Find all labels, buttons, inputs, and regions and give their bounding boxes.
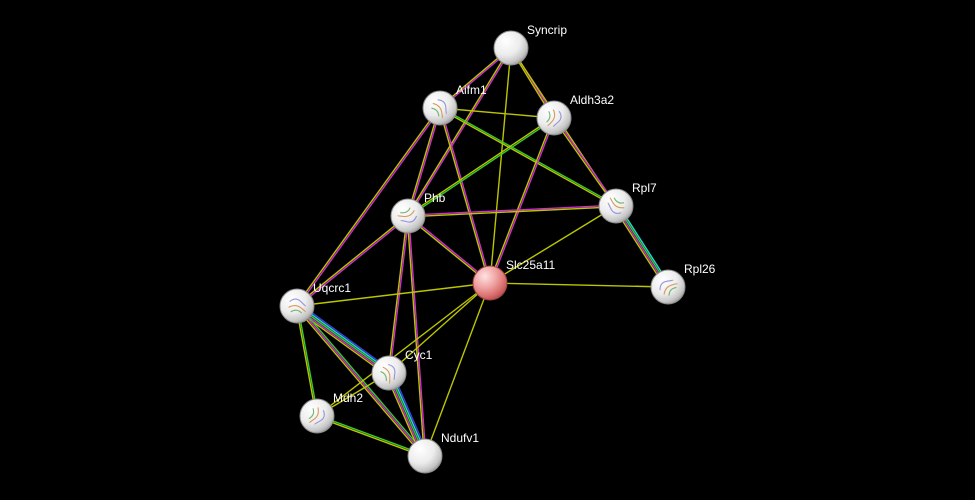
edge-Rpl26-Slc25a11-textmining[interactable] [489,282,669,288]
edge-Phb-Cyc1-experiments[interactable] [389,216,410,374]
network-node-Rpl26[interactable] [650,269,686,305]
node-label-Syncrip: Syncrip [527,23,567,37]
edge-Phb-Ndufv1-experiments[interactable] [408,215,427,456]
node-sphere-Ndufv1[interactable] [407,438,443,474]
network-node-Aldh3a2[interactable] [536,100,572,136]
edge-Uqcrc1-Cyc1-neighborhood[interactable] [296,305,390,374]
edge-Rpl7-Slc25a11-textmining[interactable] [489,205,617,284]
edge-Aldh3a2-Phb-neighborhood[interactable] [408,118,555,218]
edge-Cyc1-Slc25a11-textmining[interactable] [388,282,491,374]
edge-Phb-Rpl7-experiments[interactable] [407,204,617,216]
structure-squiggle [437,99,447,114]
node-label-Rpl26: Rpl26 [684,262,716,276]
network-node-Phb[interactable] [390,198,426,234]
edge-Phb-Uqcrc1-experiments[interactable] [297,216,409,308]
structure-squiggle [380,371,387,382]
edge-Phb-Slc25a11-textmining[interactable] [407,216,490,285]
edge-Mdh2-Ndufv1-textmining[interactable] [316,416,425,458]
network-node-Rpl7[interactable] [598,188,634,224]
edge-Uqcrc1-Mdh2-textmining[interactable] [295,306,317,417]
network-node-Mdh2[interactable] [299,398,335,434]
edges-layer [294,46,671,458]
structure-squiggle [314,410,325,425]
structure-squiggle [400,207,411,214]
edge-Phb-Uqcrc1-textmining[interactable] [296,214,408,306]
edge-Aldh3a2-Phb-textmining[interactable] [407,116,554,216]
edge-Aldh3a2-Rpl7-experiments[interactable] [554,117,618,206]
node-label-Aldh3a2: Aldh3a2 [570,93,614,107]
edge-Syncrip-Slc25a11-textmining[interactable] [489,47,512,284]
network-node-Aifm1[interactable] [422,90,458,126]
edge-Syncrip-Phb-experiments[interactable] [408,48,513,217]
edge-Aifm1-Slc25a11-textmining[interactable] [438,108,490,284]
node-sphere-Slc25a11[interactable] [472,265,508,301]
structure-squiggle [308,408,315,420]
node-label-Uqcrc1: Uqcrc1 [313,281,351,295]
network-node-Syncrip[interactable] [493,30,529,66]
edge-Ndufv1-Slc25a11-textmining[interactable] [424,282,491,457]
node-label-Phb: Phb [424,191,446,205]
edge-Uqcrc1-Mdh2-neighborhood[interactable] [297,305,319,416]
edge-Uqcrc1-Cyc1-database[interactable] [297,304,391,373]
edge-Phb-Rpl7-textmining[interactable] [407,206,617,218]
structure-squiggle [431,107,440,117]
node-label-Rpl7: Rpl7 [632,181,657,195]
edge-Aldh3a2-Slc25a11-experiments[interactable] [490,118,556,284]
network-node-Cyc1[interactable] [371,355,407,391]
edge-Phb-Ndufv1-textmining[interactable] [406,216,425,457]
edge-Aifm1-Uqcrc1-experiments[interactable] [297,108,442,307]
edge-Syncrip-Phb-textmining[interactable] [406,47,511,216]
structure-squiggle [290,309,303,314]
edge-Mdh2-Ndufv1-neighborhood[interactable] [317,414,426,456]
edge-Aifm1-Slc25a11-experiments[interactable] [440,107,492,283]
node-label-Slc25a11: Slc25a11 [506,258,555,272]
node-label-Mdh2: Mdh2 [333,391,363,405]
edge-Uqcrc1-Ndufv1-neighborhood[interactable] [297,304,427,456]
network-node-Ndufv1[interactable] [407,438,443,474]
structure-squiggle [659,279,674,291]
node-label-Ndufv1: Ndufv1 [441,431,479,445]
edge-Uqcrc1-Ndufv1-textmining[interactable] [295,306,425,458]
edge-Aifm1-Phb-textmining[interactable] [406,107,440,216]
node-sphere-Syncrip[interactable] [493,30,529,66]
network-node-Slc25a11[interactable] [472,265,508,301]
network-node-Uqcrc1[interactable] [279,288,315,324]
edge-Aifm1-Phb-experiments[interactable] [408,108,442,217]
edge-Uqcrc1-Slc25a11-textmining[interactable] [296,282,491,307]
edge-Uqcrc1-Cyc1-experiments[interactable] [295,306,389,375]
edge-Uqcrc1-Ndufv1-experiments[interactable] [296,305,426,457]
edge-Aifm1-Uqcrc1-textmining[interactable] [295,107,440,306]
structure-squiggle [668,286,677,296]
node-label-Cyc1: Cyc1 [405,348,433,362]
structure-squiggle [388,363,396,381]
edge-Uqcrc1-Cyc1-cooccurrence[interactable] [298,302,392,371]
structure-squiggle [289,298,306,307]
edge-Aldh3a2-Slc25a11-textmining[interactable] [488,117,554,283]
structure-squiggle [400,215,418,223]
edge-Aifm1-Aldh3a2-textmining[interactable] [439,107,555,119]
edge-Aifm1-Rpl7-textmining[interactable] [439,108,616,208]
node-label-Aifm1: Aifm1 [456,83,487,97]
edge-Mdh2-Slc25a11-textmining[interactable] [316,282,491,417]
edge-Phb-Slc25a11-experiments[interactable] [408,214,491,283]
structure-squiggle [607,202,622,214]
structure-squiggle [613,197,625,204]
edge-Aifm1-Rpl7-neighborhood[interactable] [440,106,617,206]
edge-Aldh3a2-Rpl7-textmining[interactable] [552,118,616,207]
nodes-layer [279,30,686,474]
structure-squiggle [546,110,551,123]
structure-squiggle [552,110,562,127]
